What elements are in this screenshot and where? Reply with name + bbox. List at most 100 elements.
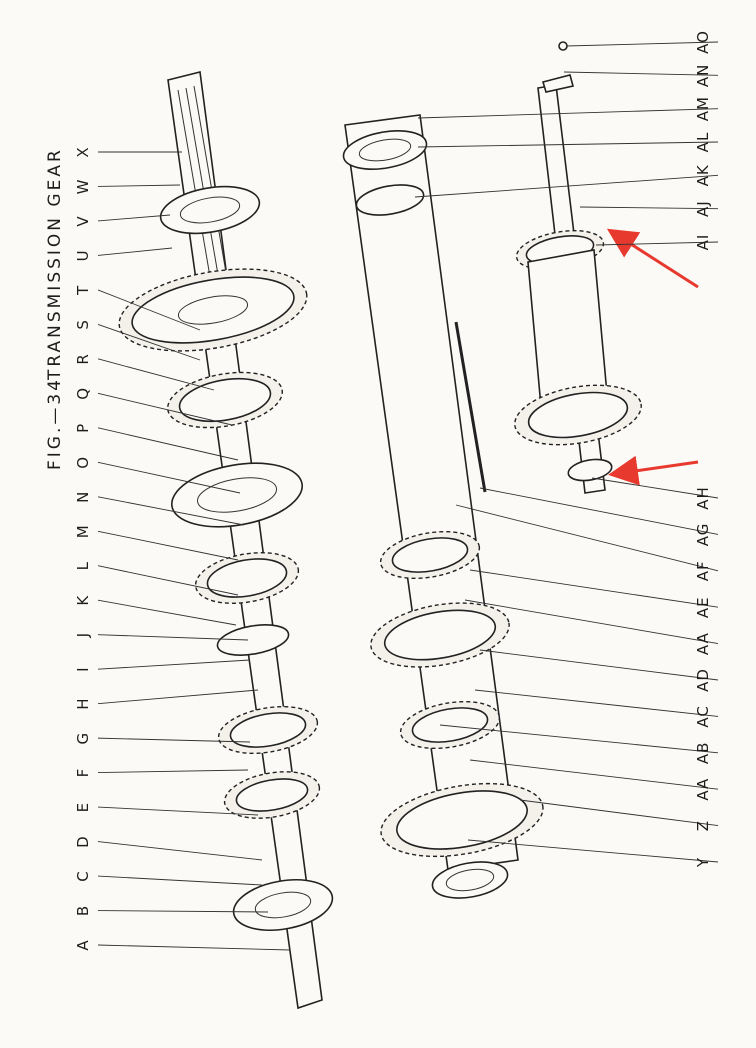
leader-line	[97, 806, 259, 816]
part-label: AM	[694, 96, 712, 121]
leader-line	[579, 206, 719, 210]
leader-line	[97, 496, 245, 526]
leader-line	[97, 875, 263, 886]
figure-number: FIG.—34	[45, 377, 65, 470]
leader-line	[97, 910, 269, 913]
annotation-arrow-lower	[608, 455, 699, 486]
part-label: V	[74, 215, 92, 226]
part-label: J	[74, 632, 92, 638]
bearing-v	[159, 185, 261, 235]
leader-line	[474, 689, 719, 717]
part-label: N	[74, 491, 92, 503]
part-label: Q	[74, 387, 92, 400]
part-label: AI	[694, 234, 712, 251]
ring-ak	[355, 184, 425, 216]
part-label: G	[74, 732, 92, 745]
part-label: AN	[694, 64, 712, 87]
part-label: AA	[694, 632, 712, 655]
part-label: M	[74, 524, 92, 538]
part-label: AA	[694, 778, 712, 801]
part-label: AF	[694, 560, 712, 581]
leader-line	[467, 839, 719, 863]
reverse-shaft-assembly	[514, 41, 642, 494]
leader-line	[464, 599, 719, 645]
leader-line	[97, 323, 201, 361]
main-shaft-assembly	[118, 71, 334, 1010]
leader-line	[97, 427, 239, 461]
part-label: AJ	[694, 200, 712, 217]
figure-title: TRANSMISSION GEAR	[45, 147, 65, 381]
part-label: L	[74, 561, 92, 570]
part-label: AL	[694, 132, 712, 153]
part-label: AG	[694, 523, 712, 547]
plate-an	[541, 74, 574, 93]
leader-line	[97, 392, 233, 426]
leader-line	[469, 759, 719, 790]
leader-line	[97, 634, 249, 641]
leader-line	[519, 799, 719, 827]
leader-line	[97, 565, 239, 596]
labels-middle: Y Z AA AB AC AD AA AE AF AG AH	[694, 486, 712, 868]
leader-line	[455, 504, 719, 572]
part-label: B	[74, 905, 92, 916]
leader-line	[591, 477, 719, 499]
leader-line	[417, 108, 719, 119]
leader-line	[97, 944, 291, 951]
bearing-y	[431, 861, 509, 899]
leader-line	[97, 689, 259, 705]
leader-line	[97, 214, 171, 222]
ring-j	[216, 624, 290, 656]
part-label: H	[74, 698, 92, 710]
labels-left: A B C D E F G H I J K L M N O P Q R S T U V W X	[74, 146, 92, 950]
part-label: S	[74, 319, 92, 330]
part-label: AC	[694, 705, 712, 727]
part-label: Y	[694, 857, 712, 868]
leader-line	[97, 184, 181, 187]
part-label: U	[74, 249, 92, 261]
bush-ah	[567, 458, 613, 482]
leader-line	[563, 71, 719, 76]
leader-line	[479, 487, 719, 535]
annotation-arrow-upper	[606, 228, 699, 289]
part-label: W	[74, 179, 92, 195]
leader-line	[414, 174, 719, 198]
part-label: I	[74, 666, 92, 671]
leader-line	[97, 599, 237, 626]
part-label: AO	[694, 30, 712, 54]
part-label: F	[74, 768, 92, 778]
leader-line	[97, 737, 251, 743]
part-label: D	[74, 835, 92, 848]
part-label: AE	[694, 596, 712, 618]
part-label: X	[74, 146, 92, 157]
part-label: O	[74, 456, 92, 469]
leader-line	[97, 769, 249, 774]
layshaft-assembly	[342, 114, 544, 899]
leader-line	[97, 841, 263, 861]
leader-line	[97, 461, 241, 494]
screw-ao	[558, 41, 568, 51]
labels-right: AI AJ AK AL AM AN AO	[694, 30, 712, 250]
bearing-b	[232, 879, 334, 931]
part-label: A	[74, 939, 92, 950]
rod-ag	[454, 321, 487, 493]
part-label: E	[74, 802, 92, 812]
part-label: K	[74, 595, 92, 606]
part-label: AD	[694, 668, 712, 692]
leader-line	[565, 41, 719, 47]
leader-line	[439, 724, 719, 754]
part-label: AK	[694, 164, 712, 186]
part-label: AH	[694, 486, 712, 510]
leader-line	[97, 530, 239, 561]
part-label: Z	[694, 820, 712, 831]
part-label: T	[74, 285, 92, 296]
part-label: P	[74, 423, 92, 433]
part-label: AB	[694, 742, 712, 765]
leader-line	[479, 649, 719, 681]
part-label: C	[74, 870, 92, 881]
leader-line	[595, 241, 719, 246]
leader-line	[417, 141, 719, 148]
leader-line	[97, 358, 215, 391]
part-label: R	[74, 353, 92, 364]
